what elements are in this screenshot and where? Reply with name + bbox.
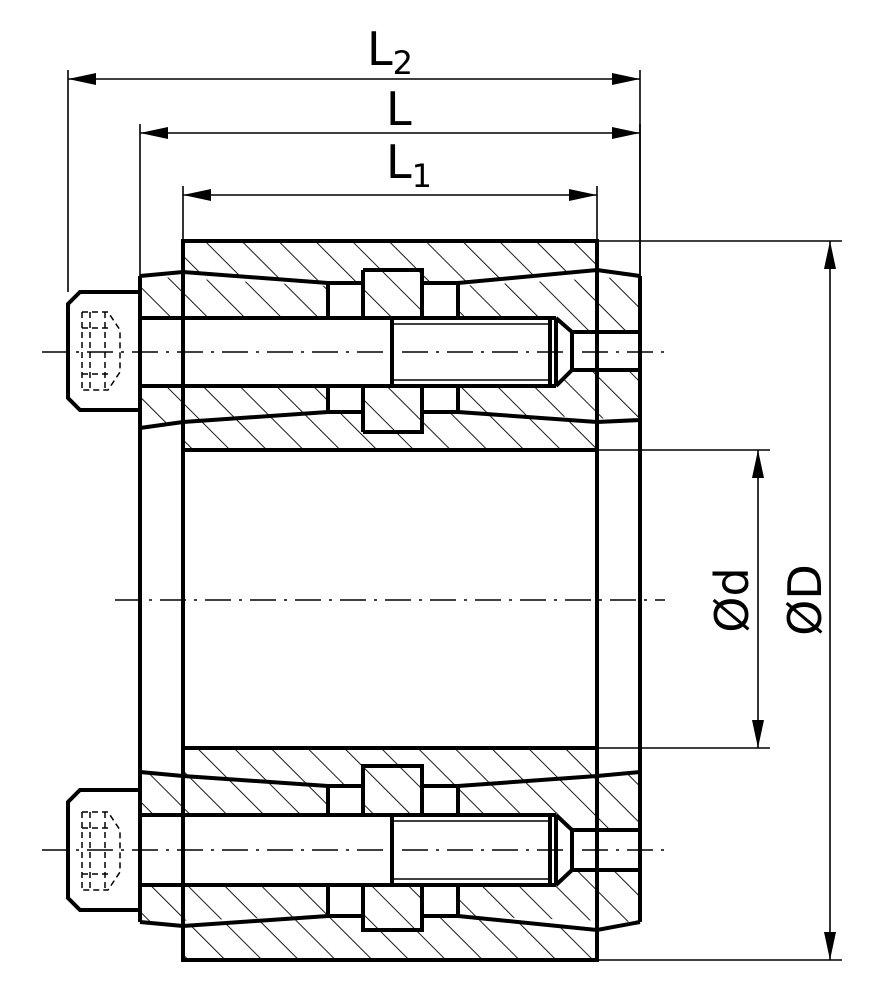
label-d: Ød	[705, 567, 759, 632]
outer-ring-section-bottom	[183, 748, 597, 960]
dimension-big-d: ØD	[597, 240, 842, 961]
label-l1: L1	[386, 135, 432, 195]
taper-ring-outline-bottom	[138, 764, 642, 933]
outer-ring-section-top	[183, 241, 597, 283]
inner-ring-section-top	[140, 270, 640, 432]
screw-head-top	[66, 290, 140, 412]
dimension-l1: L1	[182, 135, 598, 241]
label-big-d: ØD	[778, 564, 832, 636]
dimension-d: Ød	[597, 449, 770, 749]
label-l: L	[386, 82, 412, 136]
taper-ring-outline-top	[138, 267, 642, 434]
outer-ring-section-top-inner	[183, 412, 597, 450]
label-l2: L2	[367, 22, 413, 82]
dimension-l: L	[139, 82, 641, 276]
bore-outline	[138, 420, 642, 772]
dimension-l2: L2	[67, 22, 641, 292]
center-lines	[42, 351, 665, 851]
